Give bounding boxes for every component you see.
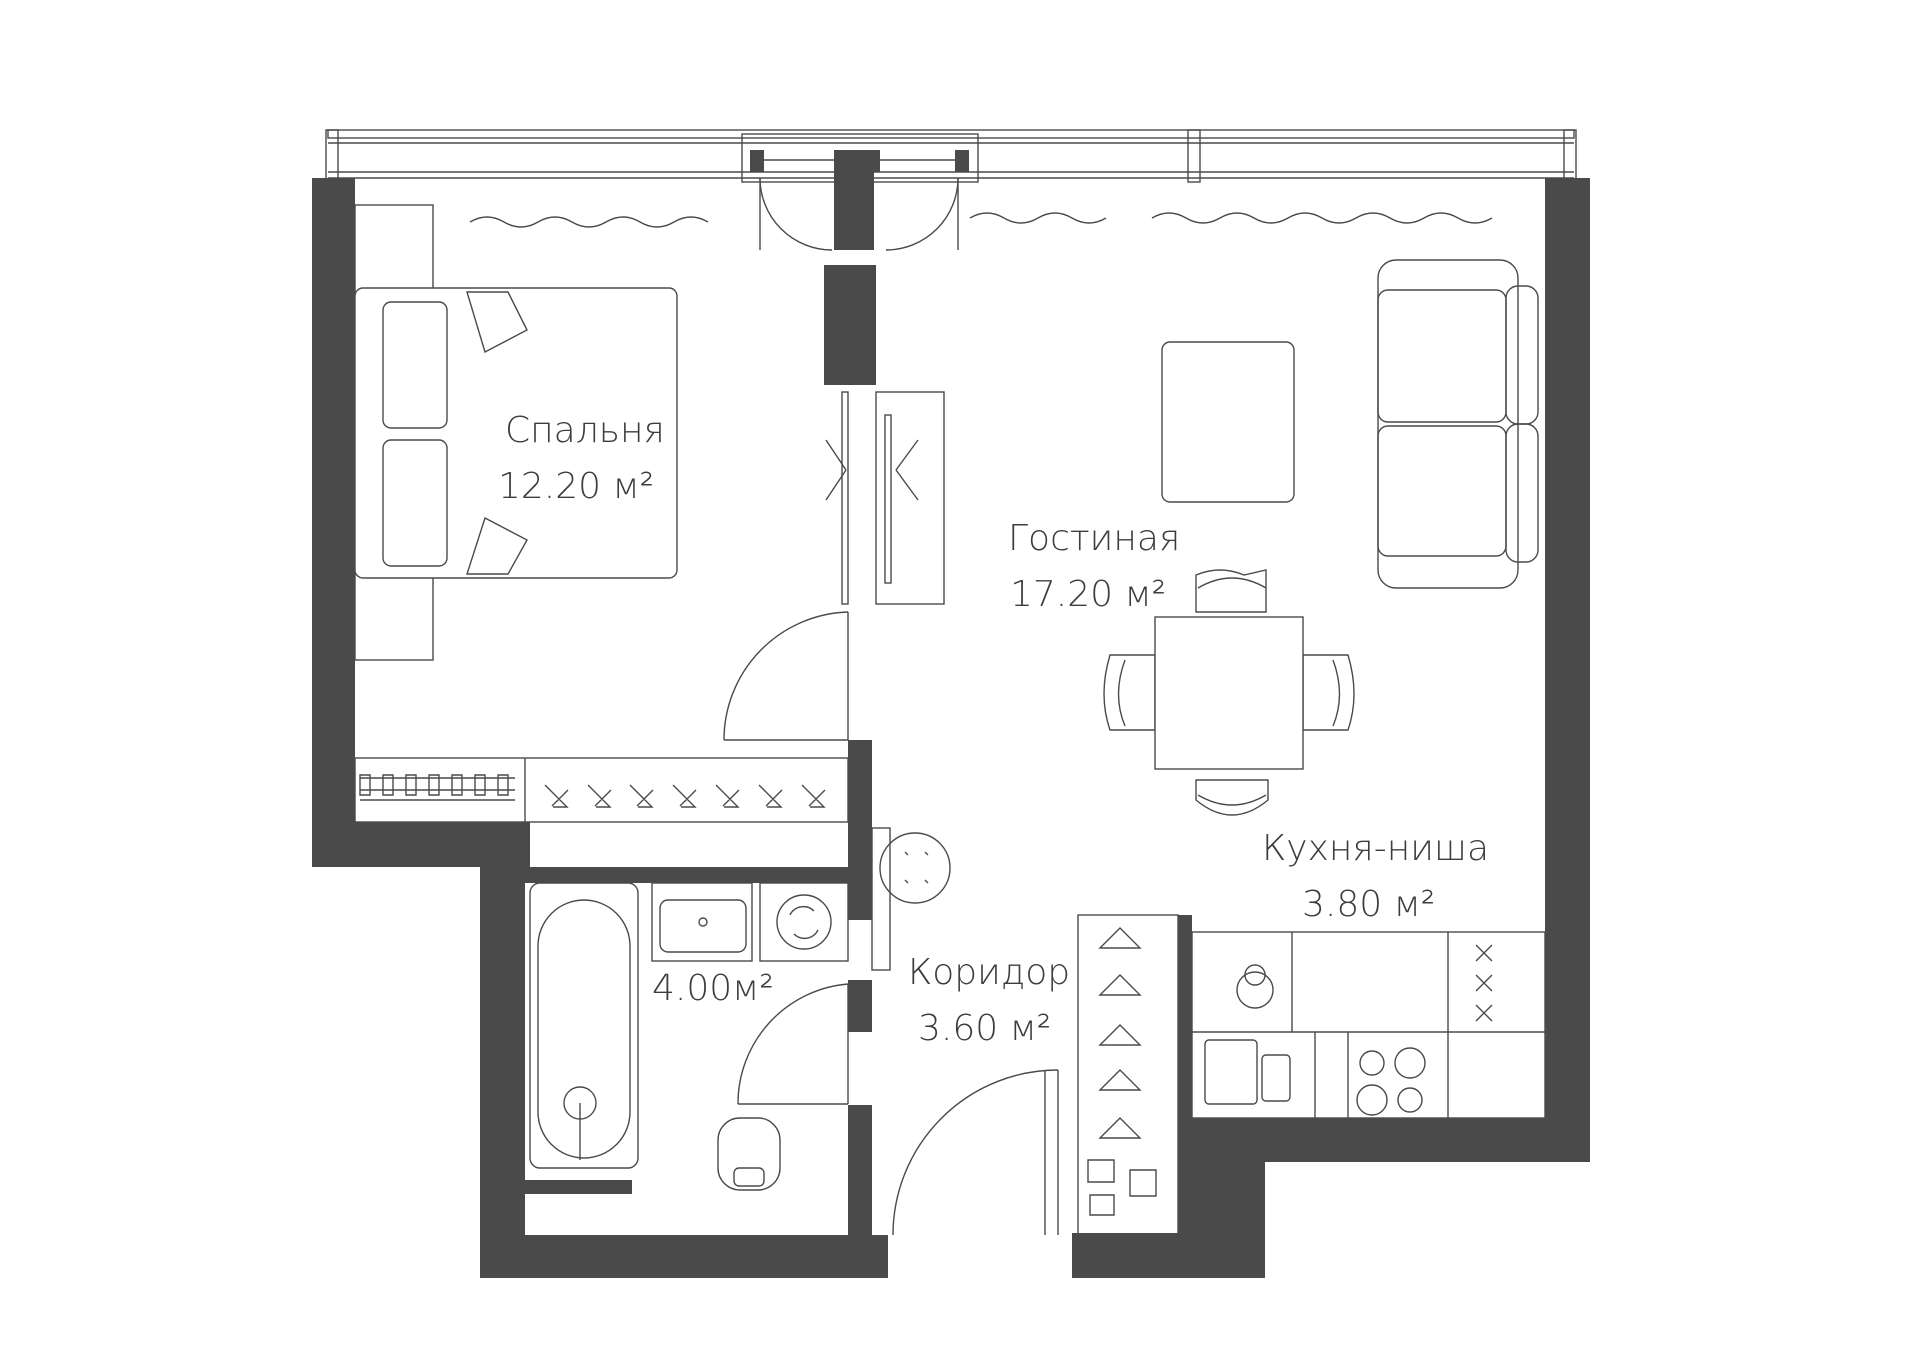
balcony-doors	[759, 177, 959, 251]
round-stool	[871, 827, 951, 971]
curtains	[469, 212, 1493, 228]
bedroom-wardrobe	[354, 757, 849, 823]
wardrobe-partition	[825, 391, 945, 605]
corridor-area: 3.60 м²	[918, 1008, 1051, 1049]
kitchen-name: Кухня-ниша	[1262, 828, 1489, 869]
kitchen-units	[1191, 931, 1546, 1119]
sofa	[1377, 259, 1539, 589]
living-area: 17.20 м²	[1010, 574, 1166, 615]
walls	[312, 150, 1590, 1278]
bathroom-door	[737, 983, 849, 1105]
window-strip	[325, 129, 1577, 183]
living-name: Гостиная	[1008, 518, 1180, 559]
bedroom-area: 12.20 м²	[498, 466, 654, 507]
corridor-wardrobe	[1077, 914, 1179, 1236]
kitchen-area: 3.80 м²	[1302, 884, 1435, 925]
bedroom-name: Спальня	[505, 410, 665, 451]
corridor-name: Коридор	[908, 952, 1070, 993]
dining-set	[1103, 569, 1355, 816]
entrance-door	[892, 1069, 1059, 1236]
bed	[354, 204, 678, 661]
bathroom-fixtures	[529, 882, 849, 1191]
bathroom-area: 4.00м²	[652, 968, 774, 1009]
bedroom-door	[723, 611, 849, 741]
coffee-table	[1161, 341, 1295, 503]
